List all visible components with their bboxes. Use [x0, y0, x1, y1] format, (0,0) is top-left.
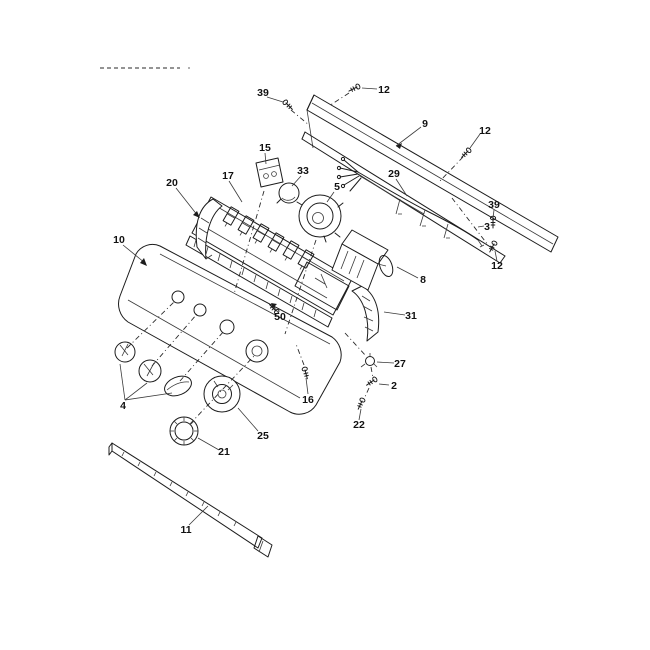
- part-knob-small-2: [138, 359, 162, 383]
- part-timer: [331, 229, 394, 291]
- callout-label-39-4: 39: [488, 199, 500, 211]
- callout-label-33-11: 33: [297, 165, 309, 177]
- callout-label-39-0: 39: [257, 87, 269, 99]
- part-console-housing: [185, 196, 353, 328]
- callout-label-21-23: 21: [218, 446, 230, 458]
- assembly-alignment-lines: [126, 92, 489, 425]
- callout-label-5-12: 5: [334, 181, 340, 193]
- callout-label-8-13: 8: [420, 274, 426, 286]
- part-wire-harness: [336, 156, 485, 248]
- part-knob-lozenge: [164, 375, 192, 397]
- screw-39-top-left: [281, 98, 295, 112]
- part-grommet: [276, 182, 300, 204]
- callout-label-2-19: 2: [391, 380, 397, 392]
- callout-label-15-8: 15: [259, 142, 271, 154]
- callout-label-12-6: 12: [491, 260, 503, 272]
- callout-label-22-20: 22: [353, 419, 365, 431]
- screw-2: [364, 375, 379, 388]
- screw-22: [355, 396, 367, 411]
- callout-label-10-15: 10: [113, 234, 125, 246]
- callout-leader-lines: [119, 87, 498, 526]
- callout-label-20-10: 20: [166, 177, 178, 189]
- callout-label-12-1: 12: [378, 84, 390, 96]
- part-switch-block: [255, 157, 284, 188]
- part-timer-dial: [203, 375, 241, 413]
- callout-label-4-21: 4: [120, 400, 126, 412]
- screw-12-bottom-right: [486, 239, 499, 254]
- part-clip: [360, 353, 378, 368]
- part-left-end-cap: [195, 198, 223, 260]
- callout-label-3-5: 3: [484, 221, 490, 233]
- callout-label-31-14: 31: [405, 310, 417, 322]
- part-knob-small-1: [114, 341, 136, 363]
- part-right-end-cap: [351, 285, 380, 342]
- callout-label-16-17: 16: [302, 394, 314, 406]
- callout-label-27-18: 27: [394, 358, 406, 370]
- callout-label-29-7: 29: [388, 168, 400, 180]
- callout-label-17-9: 17: [222, 170, 234, 182]
- part-rotary-switch: [296, 194, 344, 243]
- callout-label-25-22: 25: [257, 430, 269, 442]
- part-front-panel: [118, 243, 342, 415]
- callout-label-12-3: 12: [479, 125, 491, 137]
- screw-12-right: [459, 146, 473, 160]
- part-rear-panel: [306, 94, 559, 253]
- callout-label-9-2: 9: [422, 118, 428, 130]
- part-trim-strip: [108, 442, 273, 558]
- screw-12-top: [347, 82, 362, 94]
- callout-label-11-24: 11: [180, 524, 191, 536]
- callout-label-50-16: 50: [274, 311, 286, 323]
- part-dial-ring: [169, 416, 199, 446]
- console-switch-row: [222, 206, 315, 270]
